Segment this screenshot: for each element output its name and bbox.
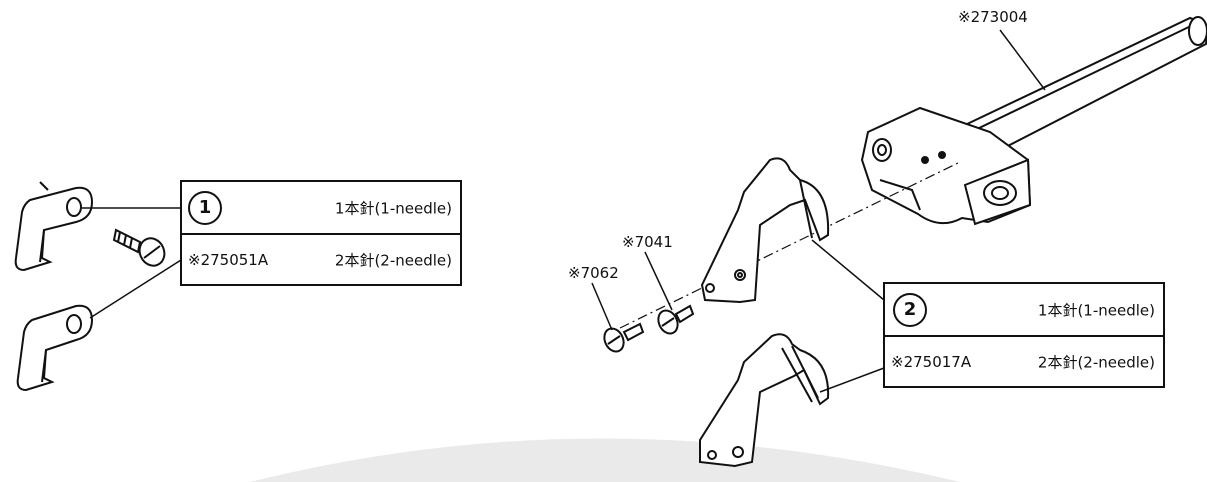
part-2-box: 2 1本針(1-needle) ※275017A 2本針(2-needle) bbox=[883, 282, 1165, 388]
screw-drawing bbox=[112, 228, 166, 267]
part-1-one-needle-label: 1本針(1-needle) bbox=[334, 199, 452, 217]
part-1-row-2-needle: ※275051A 2本針(2-needle) bbox=[182, 233, 460, 284]
screw-7062-drawing bbox=[603, 322, 645, 353]
plate-1-needle-drawing bbox=[700, 157, 830, 304]
part-1-two-needle-label: 2本針(2-needle) bbox=[334, 251, 452, 269]
part-1-row-1-needle: 1 1本針(1-needle) bbox=[182, 182, 460, 233]
shaft-drawing bbox=[963, 16, 1207, 152]
bracket-2-needle-drawing bbox=[16, 304, 94, 392]
part-2-code: ※275017A bbox=[891, 352, 972, 371]
screw-7041-drawing bbox=[657, 304, 695, 335]
shaft-ref-label: ※273004 bbox=[958, 8, 1028, 26]
part-2-row-1-needle: 2 1本針(1-needle) bbox=[885, 284, 1163, 335]
screw-7062-ref-label: ※7062 bbox=[568, 264, 619, 282]
hub-drawing bbox=[860, 106, 1032, 226]
part-2-row-2-needle: ※275017A 2本針(2-needle) bbox=[885, 335, 1163, 386]
part-2-one-needle-label: 1本針(1-needle) bbox=[1037, 301, 1155, 319]
part-1-code: ※275051A bbox=[188, 250, 269, 269]
background-arc bbox=[250, 438, 960, 482]
part-2-number: 2 bbox=[893, 292, 927, 327]
plate-2-needle-drawing bbox=[699, 333, 830, 468]
part-1-box: 1 1本針(1-needle) ※275051A 2本針(2-needle) bbox=[180, 180, 462, 286]
bracket-1-needle-drawing bbox=[14, 181, 94, 272]
part-2-two-needle-label: 2本針(2-needle) bbox=[1037, 353, 1155, 371]
screw-7041-ref-label: ※7041 bbox=[622, 233, 673, 251]
part-1-number: 1 bbox=[188, 190, 222, 225]
